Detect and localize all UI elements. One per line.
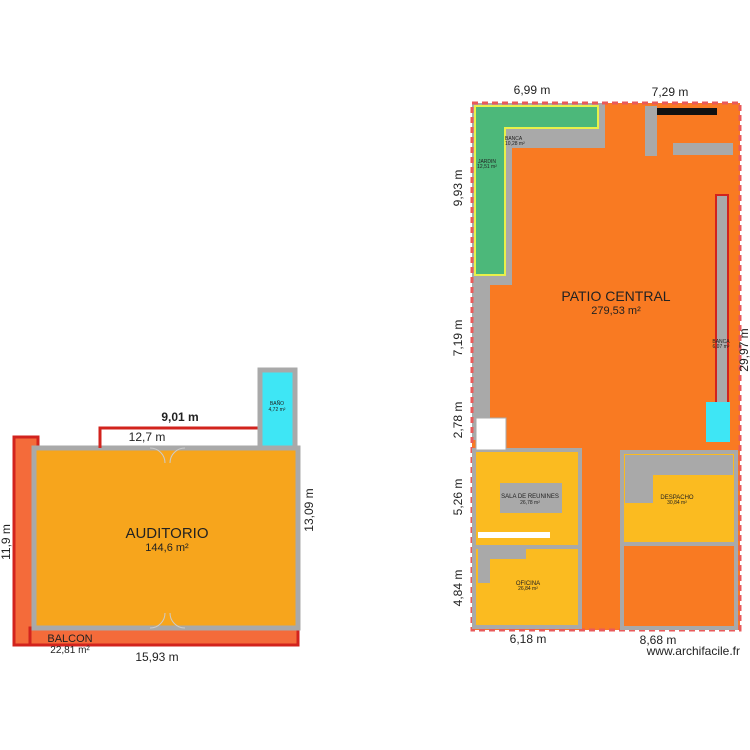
room-area: 12,51 m² <box>477 164 497 170</box>
dimension: 13,09 m <box>302 488 316 531</box>
dimension: 2,78 m <box>451 402 465 439</box>
wall-red <box>98 426 258 448</box>
room-area: 6,07 m² <box>713 344 730 350</box>
meeting-table <box>500 483 562 513</box>
dimension: 9,01 m <box>161 410 198 424</box>
room-area: 4,72 m² <box>269 407 286 413</box>
room-area: 26,84 m² <box>518 586 538 592</box>
watermark: www.archifacile.fr <box>646 644 740 658</box>
bar-counter <box>655 108 717 115</box>
dimension: 11,9 m <box>0 524 13 560</box>
banca-bench <box>715 194 729 424</box>
bano-room[interactable] <box>257 367 298 451</box>
sofa <box>625 455 653 503</box>
room-label: BAÑO <box>270 400 284 407</box>
room-area: 26,78 m² <box>520 500 540 506</box>
room-label: JARDIN <box>478 159 496 165</box>
dimension: 5,26 m <box>451 479 465 516</box>
auditorio-room[interactable] <box>31 445 301 631</box>
exterior-wall <box>470 101 742 632</box>
dimension: 7,29 m <box>652 85 689 99</box>
jardin[interactable] <box>474 105 599 276</box>
right-building: PATIO CENTRAL 279,53 m² JARDIN 12,51 m² … <box>451 83 750 647</box>
column <box>645 106 657 156</box>
room-area: 10,28 m² <box>505 141 525 147</box>
room-area: 30,84 m² <box>667 500 687 506</box>
dimension: 6,18 m <box>510 632 547 646</box>
sofa <box>478 549 490 583</box>
room-area: 144,6 m² <box>145 542 189 554</box>
dimension: 8,68 m <box>640 633 677 647</box>
dimension: 7,19 m <box>451 320 465 357</box>
dimension: 29,97 m <box>737 328 750 371</box>
sofa <box>478 549 526 559</box>
left-building: AUDITORIO 144,6 m² BALCON 22,81 m² BAÑO … <box>0 367 316 664</box>
room-label: OFICINA <box>516 581 540 587</box>
dimension: 12,7 m <box>129 430 166 444</box>
dimension: 6,99 m <box>514 83 551 97</box>
room-label: DESPACHO <box>660 495 694 501</box>
room-label: SALA DE REUNINES <box>501 494 559 500</box>
stairs <box>475 417 507 451</box>
dimension: 4,84 m <box>451 570 465 607</box>
room-label: BANCA <box>712 339 730 345</box>
room-label: PATIO CENTRAL <box>561 288 670 304</box>
dimension: 9,93 m <box>451 170 465 207</box>
screen <box>478 532 550 538</box>
dimension: 15,93 m <box>135 650 178 664</box>
room-area: 22,81 m² <box>50 645 90 656</box>
room-label: BALCON <box>47 633 92 645</box>
room-label: AUDITORIO <box>125 525 208 542</box>
room-area: 279,53 m² <box>591 305 641 317</box>
counter <box>673 143 733 155</box>
door <box>149 447 186 629</box>
room-label: BANCA <box>505 136 523 142</box>
bano-room[interactable] <box>706 402 730 442</box>
oficina-room[interactable] <box>472 545 582 629</box>
office-room[interactable] <box>620 542 738 630</box>
